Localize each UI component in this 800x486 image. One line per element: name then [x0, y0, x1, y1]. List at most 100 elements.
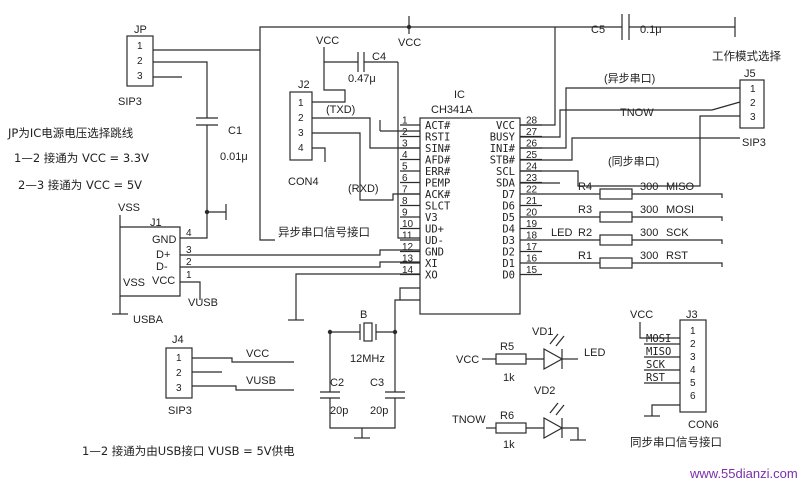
- j5-type: SIP3: [742, 137, 766, 149]
- c3-value: 20p: [370, 405, 388, 417]
- wire-j3-gnd: [651, 404, 680, 416]
- j3-type: CON6: [688, 419, 719, 431]
- wire-vd2-gnd: [562, 427, 579, 440]
- resistor-ref: R1: [578, 250, 592, 262]
- wire-to-j3: [712, 193, 723, 198]
- vcc-label-top2: VCC: [398, 37, 421, 49]
- resistor-value: 300: [640, 227, 658, 239]
- ic-left-pin-number: 13: [402, 254, 414, 265]
- ic-left-pin-number: 14: [402, 265, 414, 276]
- c3-ref: C3: [370, 377, 384, 389]
- j3-signal-name: MISO: [646, 346, 671, 358]
- wire-j5-2: [711, 101, 741, 111]
- resistor-value: 300: [640, 250, 658, 262]
- ic-left-pin-name: UD+: [425, 224, 444, 236]
- ic-left-pin-name: UD-: [425, 235, 444, 247]
- ic-part-number: CH341A: [431, 104, 473, 116]
- note-usb-supply: 1—2 接通为由USB接口 VUSB = 5V供电: [82, 444, 295, 458]
- j4-net1-label: VCC: [246, 348, 269, 360]
- wire-j2-1: [312, 100, 346, 103]
- ic-right-pin-number: 24: [526, 162, 538, 173]
- ic-right-pin-name: D7: [502, 189, 515, 201]
- j5-pin-3: 3: [750, 112, 756, 123]
- wire-udplus: [180, 249, 420, 256]
- vd2-ray-2: [555, 404, 565, 416]
- wire-ini-j5-1: [520, 87, 740, 149]
- r6-from-label: TNOW: [452, 414, 486, 426]
- j1-vss-top: VSS: [118, 202, 140, 214]
- ic-right-pin-number: 27: [526, 127, 538, 138]
- j1-pin-dplus: D+: [156, 249, 170, 261]
- ic-left-pin-number: 8: [402, 196, 408, 207]
- j3-pin-number: 4: [690, 365, 696, 376]
- vd2-ref: VD2: [534, 385, 555, 397]
- wire-jp1-rail: [153, 26, 622, 51]
- j3-pin-number: 5: [690, 378, 696, 389]
- wire-j2-txd: [312, 117, 420, 149]
- j3-signal-name: SCK: [646, 359, 666, 371]
- ic-left-pin-name: SIN#: [425, 143, 451, 155]
- ic-right-pin-number: 21: [526, 196, 538, 207]
- jp-pin-3: 3: [137, 71, 143, 82]
- ic-left-pin-name: XI: [425, 258, 438, 270]
- ic-left-pin-number: 12: [402, 242, 414, 253]
- r5-body: [495, 353, 527, 365]
- ic-right-pin-number: 20: [526, 208, 538, 219]
- j1-pin-num-4: 4: [186, 228, 192, 239]
- resistor-ref: R2: [578, 227, 592, 239]
- ic-right-pin-number: 26: [526, 139, 538, 150]
- wire-j1-gnd: [180, 212, 208, 239]
- wire-j2-rxd: [312, 132, 420, 201]
- j1-designator: J1: [150, 217, 162, 229]
- resistor-body: [599, 188, 633, 200]
- led-vd1-circuit: VCC R5 1k VD1 LED: [456, 326, 605, 384]
- wire-to-j3: [712, 262, 723, 267]
- wire-udminus: [180, 261, 420, 268]
- ic-left-pin-name: PEMP: [425, 178, 450, 190]
- capacitor-c1: C1 0.01μ: [196, 117, 248, 220]
- right-side-wiring: TNOW (异步串口) (同步串口): [520, 27, 740, 187]
- j1-pin-dminus: D-: [156, 261, 168, 273]
- vd1-triangle: [543, 347, 564, 371]
- site-watermark: www.55dianzi.com: [689, 466, 798, 481]
- vcc-label-top1: VCC: [316, 35, 339, 47]
- resistor-net: RST: [666, 250, 688, 262]
- j4-pin-1: 1: [176, 353, 182, 364]
- ic-right-pin-name: D2: [502, 247, 515, 259]
- c4-value: 0.47μ: [348, 73, 376, 85]
- j5-sync-label: (同步串口): [608, 155, 659, 168]
- j5-body: [739, 79, 765, 129]
- wire-scl-j5-3: [520, 115, 740, 187]
- ic-left-pin-name: XO: [425, 270, 438, 282]
- wire-vcc1-down: [323, 62, 346, 100]
- j1-pin-num-3: 3: [186, 245, 192, 256]
- j1-body: [119, 215, 181, 297]
- connector-j4: J4 1 2 3 SIP3 VCC VUSB: [165, 334, 294, 417]
- connector-j5: 工作模式选择 J5 1 2 3 SIP3: [711, 49, 781, 149]
- j4-net3-label: VUSB: [246, 375, 276, 387]
- j2-pin-1: 1: [298, 98, 304, 109]
- j4-pin-2: 2: [176, 368, 182, 379]
- ic-left-pin-name: AFD#: [425, 155, 451, 167]
- j3-pin-number: 6: [690, 391, 696, 402]
- j2-type: CON4: [288, 176, 319, 188]
- j3-signal-name: RST: [646, 372, 666, 384]
- resistor-body: [599, 211, 633, 223]
- j3-body: [679, 319, 707, 413]
- junction: [392, 329, 398, 335]
- j3-pin-number: 2: [690, 339, 696, 350]
- j4-designator: J4: [172, 334, 184, 346]
- capacitor-c4: VCC C4 0.47μ: [316, 35, 420, 239]
- wire-jp2-c1: [153, 61, 208, 118]
- async-port-label: 异步串口信号接口: [278, 225, 370, 239]
- j4-body: [165, 347, 193, 399]
- ic-left-pin-number: 2: [402, 127, 408, 138]
- wire-j4-1: [192, 357, 294, 363]
- c1-ref: C1: [228, 125, 242, 137]
- j5-tnow-label: TNOW: [620, 107, 654, 119]
- j4-pin-3: 3: [176, 383, 182, 394]
- ic-left-pin-name: ERR#: [425, 166, 451, 178]
